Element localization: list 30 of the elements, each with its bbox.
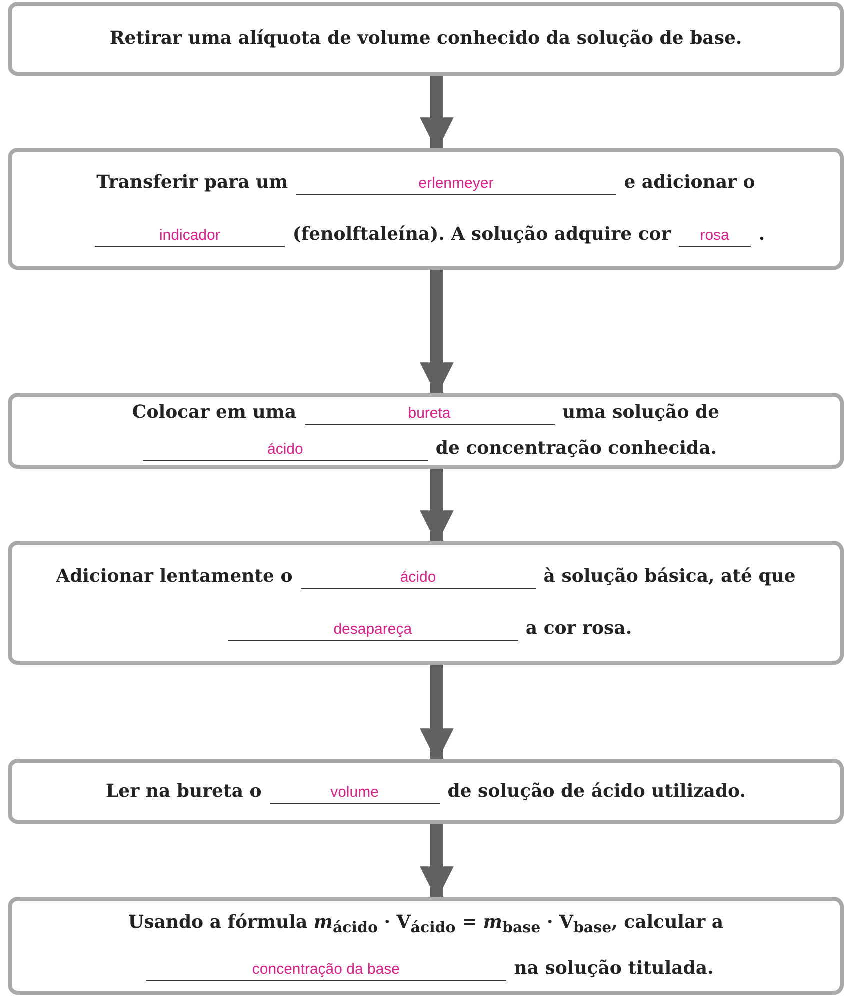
- step-text: Usando a fórmula m$_{ácido}$ · V$_{ácido}$ = m$_{base}$ · V$_{base}$, calcular a: [128, 912, 724, 933]
- step-text: Retirar uma alíquota de volume conhecido da solução de base.: [110, 28, 742, 49]
- step-text: uma solução de: [562, 402, 720, 423]
- step-text: de solução de ácido utilizado.: [448, 780, 746, 802]
- answer-line: indicador: [94, 226, 285, 247]
- step-box: [8, 148, 844, 270]
- answer-line: volume: [270, 782, 440, 804]
- step-box: [8, 759, 844, 824]
- step-box: [8, 897, 844, 995]
- step-text: (fenolftaleína). A solução adquire cor: [292, 224, 671, 245]
- step-box: [8, 2, 844, 76]
- step-text: Colocar em uma: [132, 402, 297, 423]
- answer-line: desapareça: [228, 620, 518, 641]
- step-box: [8, 393, 844, 469]
- answer-line: rosa: [678, 226, 751, 247]
- step-box: [8, 541, 844, 665]
- answer-line: ácido: [142, 440, 428, 461]
- answer-line: erlenmeyer: [296, 174, 616, 195]
- answer-line: bureta: [304, 404, 555, 425]
- step-text: Transferir para um: [96, 172, 288, 193]
- step-text: de concentração conhecida.: [436, 438, 718, 459]
- step-text: e adicionar o: [624, 172, 756, 193]
- step-text: Ler na bureta o: [106, 780, 262, 802]
- step-text: à solução básica, até que: [544, 566, 796, 587]
- answer-line: concentração da base: [146, 960, 506, 982]
- step-text: Adicionar lentamente o: [56, 566, 293, 587]
- step-text: a cor rosa.: [526, 618, 632, 639]
- step-text: .: [758, 224, 766, 245]
- step-text: na solução titulada.: [514, 958, 714, 980]
- answer-line: ácido: [300, 568, 536, 589]
